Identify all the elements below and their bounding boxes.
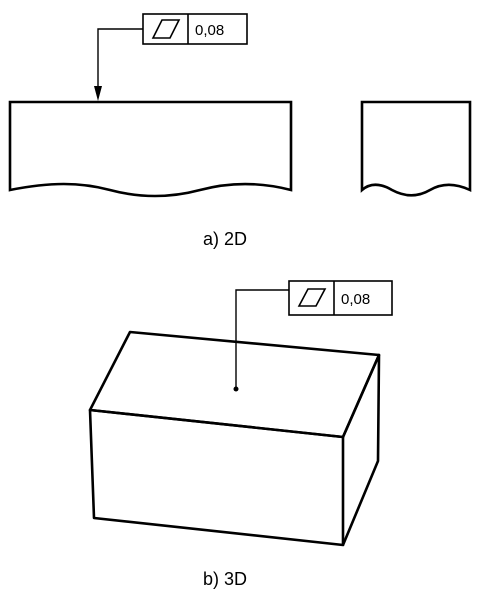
- feature-control-frame-2d: 0,08: [142, 13, 248, 45]
- arrowhead-icon: [94, 86, 102, 101]
- leader-dot-3d: [233, 289, 289, 392]
- leader-dot: [233, 386, 239, 392]
- figure-2d: 0,08 a) 2D: [8, 13, 472, 249]
- frame-border: [288, 280, 393, 316]
- flatness-parallelogram-icon: [151, 19, 181, 39]
- part-front-view: [8, 100, 293, 198]
- tolerance-value: 0,08: [341, 291, 370, 308]
- figure-3d: 0,08 b) 3D: [88, 280, 393, 589]
- tolerance-value: 0,08: [195, 22, 224, 39]
- block-side-face: [341, 353, 381, 546]
- block-top-face: [88, 330, 381, 439]
- part-side-view: [360, 100, 472, 197]
- feature-control-frame-3d: 0,08: [288, 280, 393, 316]
- leader-arrow-2d: [94, 28, 143, 101]
- block-front-face: [88, 408, 345, 547]
- caption-3d: b) 3D: [203, 569, 247, 589]
- leader-line: [97, 28, 143, 90]
- leader-line: [235, 289, 289, 388]
- caption-2d: a) 2D: [203, 229, 247, 249]
- flatness-parallelogram-icon: [297, 288, 327, 307]
- isometric-block: [88, 330, 381, 547]
